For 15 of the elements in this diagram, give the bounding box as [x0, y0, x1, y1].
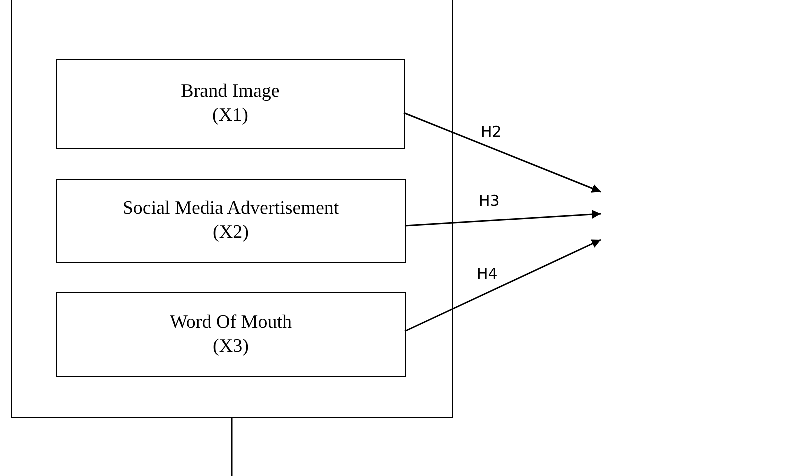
- variable-box: [56, 292, 406, 377]
- arrow: [404, 239, 602, 332]
- variable-name: Social Media Advertisement: [122, 197, 340, 221]
- variable-name: Brand Image: [181, 80, 280, 104]
- variable-box: [56, 59, 405, 149]
- group-frame: [11, 0, 453, 418]
- variable-code: (X3): [213, 334, 249, 358]
- connector-line: [231, 418, 233, 476]
- variable-box: [56, 179, 406, 263]
- variable-code: (X1): [212, 104, 248, 128]
- arrow: [404, 112, 602, 193]
- arrow: [404, 210, 602, 227]
- edge-label: H3: [478, 193, 501, 210]
- variable-name: Word Of Mouth: [170, 310, 292, 334]
- variable-code: (X2): [213, 221, 249, 245]
